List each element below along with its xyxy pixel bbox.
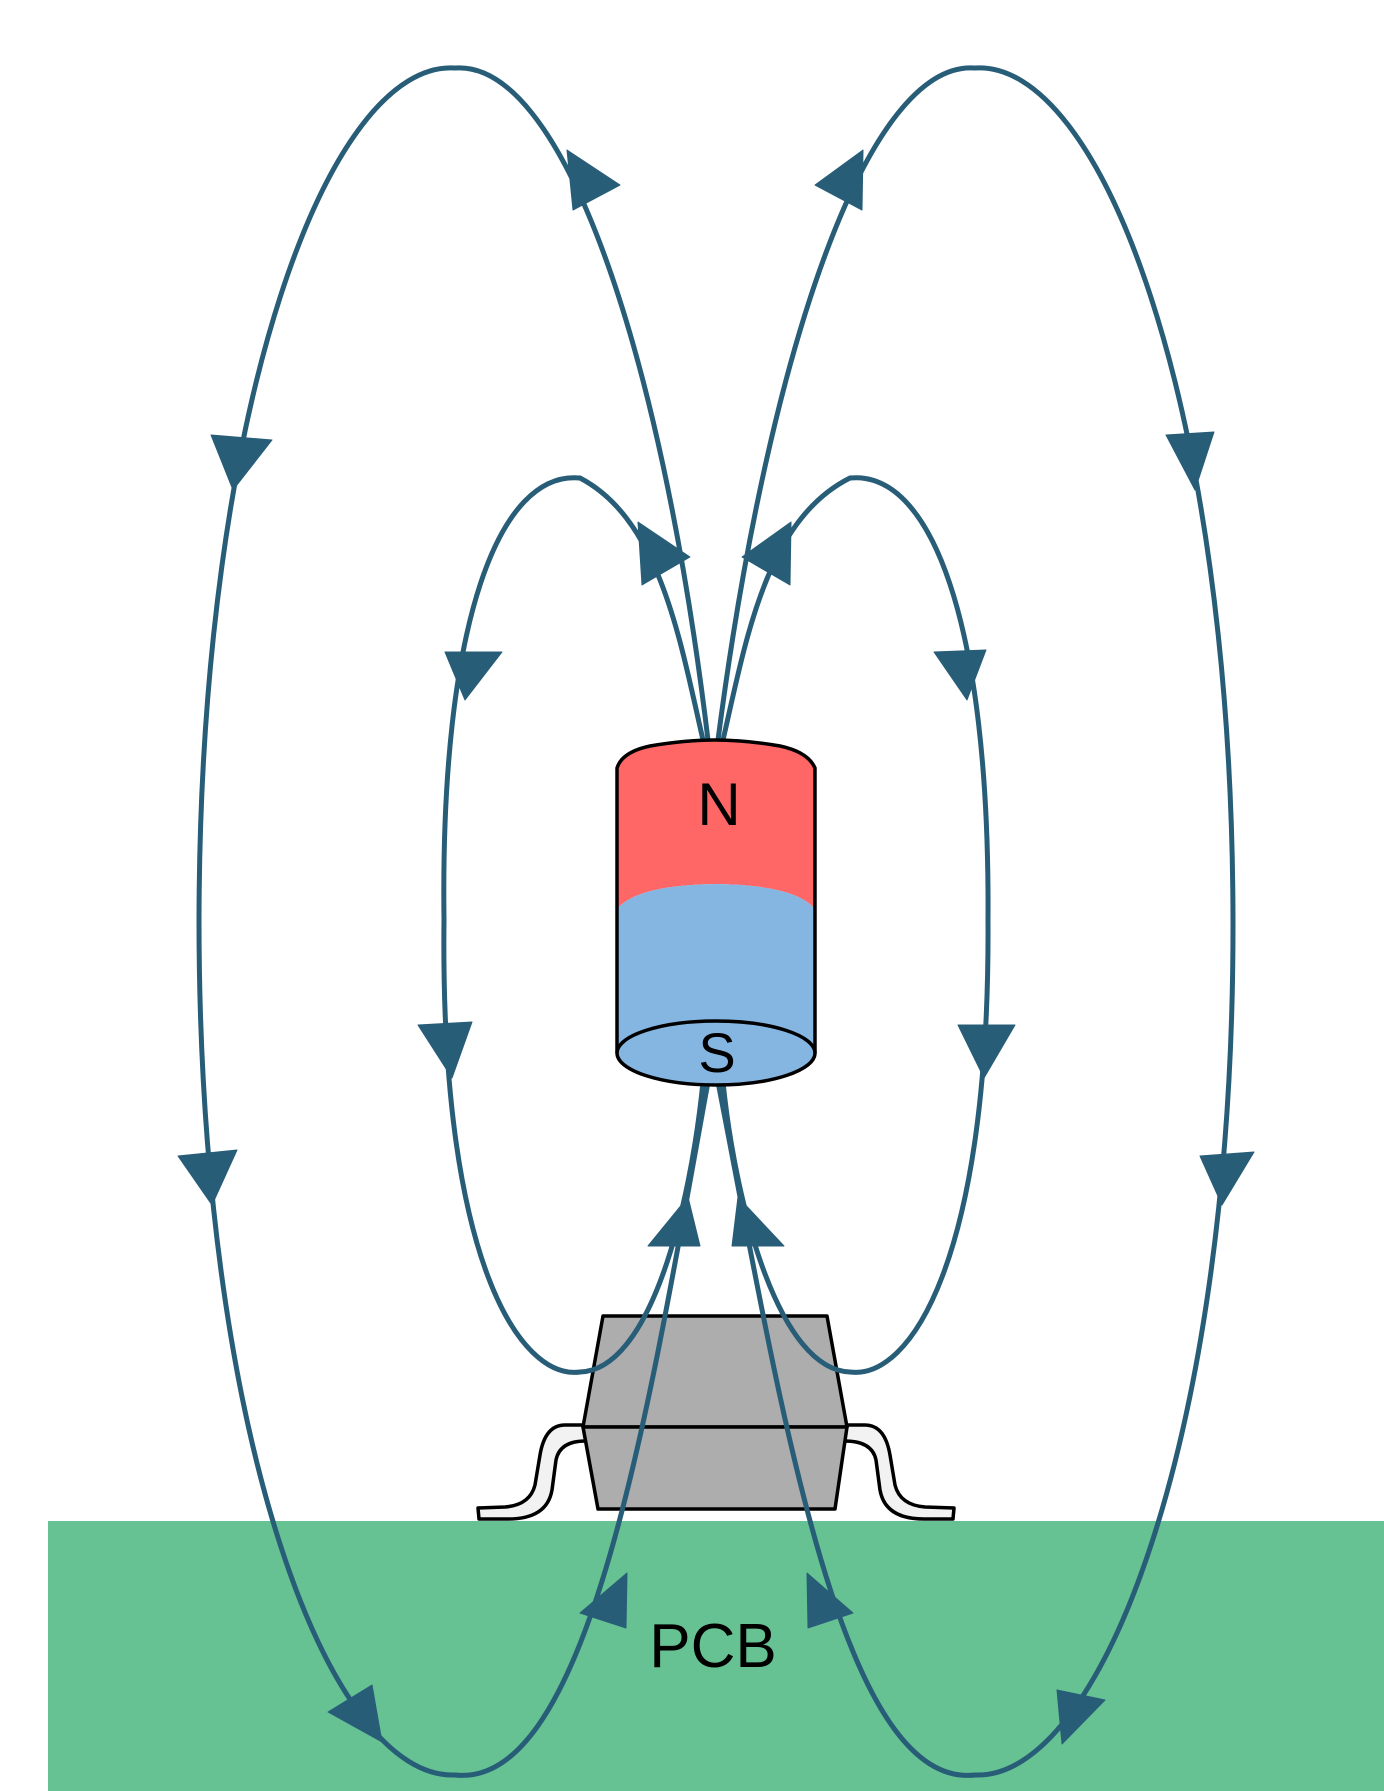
arrowhead-outer-left-return <box>579 1572 628 1629</box>
magnet-north-half <box>617 740 815 909</box>
arrowhead-outer-right-lower <box>1199 1151 1255 1206</box>
field-line-outer-right <box>715 65 1236 1778</box>
bar-magnet <box>615 738 817 1087</box>
sensor-chip-top <box>581 1314 849 1429</box>
arrowhead-outer-left-bottom <box>327 1684 383 1743</box>
arrowhead-inner-right-return <box>731 1196 785 1247</box>
arrowhead-inner-right-upper <box>933 649 987 701</box>
field-line-outer-left <box>196 65 711 1778</box>
arrowhead-outer-right-upper <box>1165 431 1215 491</box>
arrowhead-inner-right-lower <box>957 1024 1016 1079</box>
south-pole-label: S <box>698 1021 735 1084</box>
north-pole-label: N <box>697 771 740 838</box>
sensor-left-lead <box>476 1423 590 1521</box>
field-line-inner-left <box>441 475 706 1375</box>
arrowhead-inner-left-lower <box>417 1021 473 1079</box>
sensor-right-lead <box>840 1423 956 1521</box>
arrowhead-outer-right-top <box>814 149 864 211</box>
arrowhead-inner-left-upper <box>444 651 503 701</box>
arrowhead-inner-right-top <box>741 521 792 586</box>
field-line-inner-right <box>720 475 991 1375</box>
arrowhead-outer-right-return <box>806 1572 854 1629</box>
field-lines <box>196 65 1236 1778</box>
field-arrows <box>177 149 1255 1745</box>
arrowhead-inner-left-top <box>637 521 691 586</box>
sensor-chip-body <box>581 1425 849 1511</box>
magnet-outline <box>615 738 817 1053</box>
arrowhead-outer-left-upper <box>210 434 273 491</box>
magnet-south-half <box>617 884 815 1045</box>
arrowhead-inner-left-return <box>647 1196 701 1247</box>
pcb-board <box>48 1521 1384 1791</box>
arrowhead-outer-left-top <box>566 149 621 211</box>
pcb-label: PCB <box>649 1612 776 1681</box>
arrowhead-outer-left-lower <box>177 1149 238 1206</box>
arrowhead-outer-right-bottom <box>1056 1689 1106 1745</box>
